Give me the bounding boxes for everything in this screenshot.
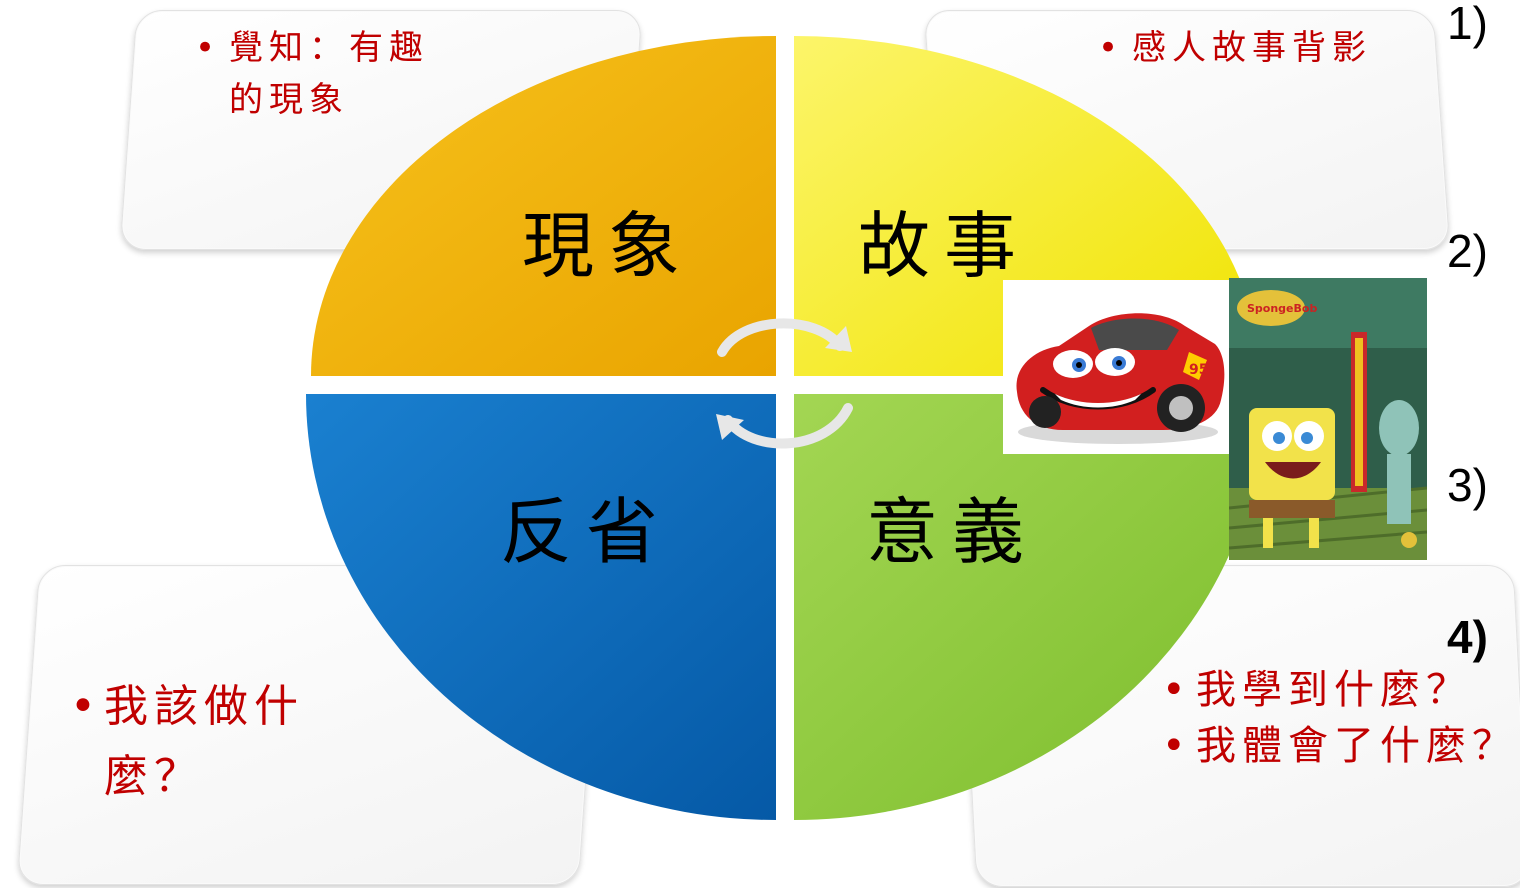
note-bottom-right: 我學到什麼？ 我體會了什麼？ bbox=[1162, 662, 1520, 774]
note-item: 覺知：有趣的現象 bbox=[195, 22, 465, 126]
svg-text:95: 95 bbox=[1189, 362, 1208, 378]
side-number-2: 2) bbox=[1447, 225, 1488, 277]
cycle-arrow-bottom-icon bbox=[723, 403, 853, 449]
side-number-3: 3) bbox=[1447, 459, 1488, 511]
side-number-1: 1) bbox=[1447, 0, 1488, 49]
quadrant-label-top-right: 故事 bbox=[858, 204, 1031, 288]
cycle-arrow-top-icon bbox=[717, 318, 845, 357]
note-top-left: 覺知：有趣的現象 bbox=[195, 22, 465, 126]
note-item: 我學到什麼？ bbox=[1162, 662, 1520, 718]
svg-text:SpongeBob: SpongeBob bbox=[1247, 302, 1317, 315]
note-item: 我該做什麼？ bbox=[70, 672, 390, 812]
note-item: 感人故事背影 bbox=[1098, 22, 1378, 74]
note-item: 我體會了什麼？ bbox=[1162, 718, 1520, 774]
cycle-arrow-top-head-icon bbox=[825, 326, 852, 352]
quadrant-top-left bbox=[311, 36, 776, 376]
spongebob-image: SpongeBob bbox=[1229, 278, 1427, 560]
quadrant-label-bottom-right: 意義 bbox=[866, 490, 1039, 574]
quadrant-bottom-left bbox=[306, 394, 776, 820]
quadrant-label-bottom-left: 反省 bbox=[500, 490, 673, 574]
note-bottom-left: 我該做什麼？ bbox=[70, 672, 390, 812]
cycle-arrow-bottom-head-icon bbox=[716, 414, 744, 440]
note-top-right: 感人故事背影 bbox=[1098, 22, 1378, 74]
side-number-4: 4) bbox=[1447, 611, 1488, 663]
car-image: 95 bbox=[1003, 280, 1229, 454]
quadrant-label-top-left: 現象 bbox=[522, 204, 695, 288]
quadrant-bottom-right bbox=[794, 394, 1264, 820]
